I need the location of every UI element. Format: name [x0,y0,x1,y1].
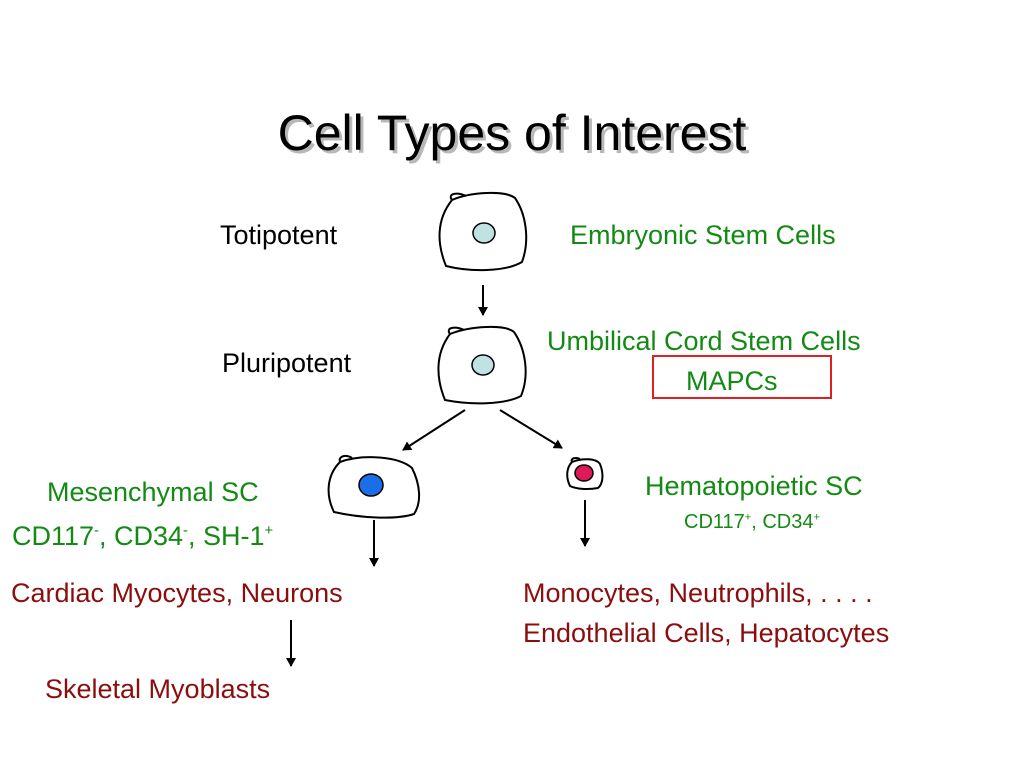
pluripotent-label: Pluripotent [222,348,352,378]
mapcs-label: MAPCs [686,366,778,396]
pluripotent-cell-icon [437,325,527,405]
marker-cd117: CD117 [684,511,745,533]
marker-separator: , [751,511,763,533]
mesenchymal-derived-label: Cardiac Myocytes, Neurons [11,578,343,608]
marker-separator: , [99,521,115,551]
marker-sh1-sign: + [264,523,274,539]
mesenchymal-markers: CD117-, CD34-, SH-1+ [12,523,273,550]
hematopoietic-derived-line1: Monocytes, Neutrophils, . . . . [523,578,873,608]
arrow-to-mesenchymal [402,409,466,451]
arrow-to-hematopoietic [499,409,563,449]
nucleus [358,473,384,497]
slide-title: Cell Types of Interest [277,105,747,161]
marker-cd34: CD34 [114,521,184,551]
skeletal-myoblasts-label: Skeletal Myoblasts [45,674,271,704]
marker-cd117: CD117 [12,521,95,551]
hematopoietic-cell-icon [566,457,604,491]
marker-cd117-sign: + [744,511,752,524]
mesenchymal-cell-icon [327,454,420,519]
embryonic-stem-cells-label: Embryonic Stem Cells [570,220,836,250]
nucleus [574,464,594,482]
nucleus [472,222,496,244]
marker-cd34: CD34 [762,511,814,533]
nucleus [471,354,495,376]
marker-cd117-sign: - [94,523,99,539]
hematopoietic-derived-line2: Endothelial Cells, Hepatocytes [523,618,890,648]
marker-separator: , [188,521,204,551]
totipotent-cell-icon [438,191,528,272]
mapcs-highlight-box [652,355,832,399]
marker-sh1: SH-1 [203,521,265,551]
marker-cd34-sign: + [813,511,820,524]
umbilical-cord-stem-cells-label: Umbilical Cord Stem Cells [547,326,861,356]
hematopoietic-sc-label: Hematopoietic SC [645,471,863,501]
marker-cd34-sign: - [183,523,188,539]
hematopoietic-markers: CD117+, CD34+ [684,512,820,532]
mesenchymal-sc-label: Mesenchymal SC [47,477,259,507]
totipotent-label: Totipotent [220,220,338,250]
